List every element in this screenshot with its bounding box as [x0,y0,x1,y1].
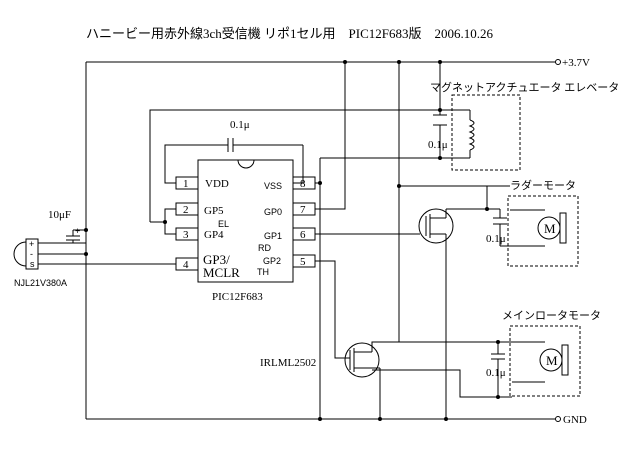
svg-text:VSS: VSS [264,181,282,191]
ir-receiver-icon: + - s [13,238,176,270]
rd-label: RD [258,243,271,253]
svg-text:MCLR: MCLR [203,265,240,280]
svg-text:3: 3 [183,229,189,241]
svg-text:2: 2 [183,204,189,216]
pin-1: 1 VDD [175,176,229,190]
pin-3: 3 GP4 [175,227,224,241]
svg-text:8: 8 [300,178,306,190]
pin-4: 4 GP3/ MCLR [175,252,240,280]
svg-text:6: 6 [300,229,306,241]
svg-text:GP5: GP5 [204,205,224,217]
main-mosfet-icon [344,341,399,419]
gp2-wire [315,260,344,359]
elevator-label: マグネットアクチュエータ エレベータ [430,80,619,94]
top-cap-label: 0.1μ [230,119,250,131]
elevator-box [451,94,521,171]
pin-7: 7 GP0 [264,202,316,217]
svg-text:4: 4 [183,259,189,271]
th-label: TH [257,267,269,277]
vss-wiring [315,157,460,419]
pin-8: 8 VSS [264,176,316,191]
main-label: メインロータモータ [502,309,601,322]
svg-text:7: 7 [300,204,306,216]
mosfet-label: IRLML2502 [260,357,316,369]
coil-icon [468,119,475,151]
svg-text:VDD: VDD [205,178,229,190]
rudder-motor-icon: M [510,209,567,247]
elev-cap-label: 0.1μ [428,139,448,151]
svg-text:M: M [544,221,556,236]
pin-5: 5 GP2 [263,254,316,268]
pin-6: 6 GP1 [264,227,316,241]
gnd-label: GND [563,414,587,426]
svg-text:s: s [30,259,35,269]
top-capacitor-icon [222,138,236,152]
svg-text:M: M [546,353,558,368]
rudder-cap-wiring [487,185,510,247]
el-label: EL [218,219,229,229]
main-box [509,325,581,397]
sensor-label: NJL21V380A [14,278,67,288]
svg-text:GP0: GP0 [264,207,282,217]
svg-text:GP3/: GP3/ [203,252,230,267]
junction-dots [84,60,500,421]
rudder-cap-label: 0.1μ [486,233,506,245]
elevator-wiring [433,62,471,159]
ic-name: PIC12F683 [212,291,263,303]
vplus-label: +3.7V [562,57,590,69]
gp0-wire [315,62,346,210]
rudder-box [507,195,579,267]
input-capacitor-icon: + [66,226,86,243]
svg-text:5: 5 [300,256,306,268]
pin-2: 2 GP5 [175,202,224,217]
svg-text:+: + [29,239,34,249]
input-cap-label: 10μF [48,209,71,221]
main-motor-icon: M [512,341,569,383]
pic-ic-body [197,159,294,283]
svg-text:-: - [30,249,33,259]
vplus-rail [86,59,561,65]
svg-text:+: + [75,226,80,236]
rudder-label: ラダーモータ [510,178,576,192]
svg-text:GP4: GP4 [204,229,224,241]
rudder-mosfet-icon [418,186,488,419]
svg-text:1: 1 [183,178,189,190]
svg-text:GP2: GP2 [263,256,281,266]
main-cap-label: 0.1μ [486,367,506,379]
svg-text:GP1: GP1 [264,231,282,241]
schematic-title: ハニービー用赤外線3ch受信機 リポ1セル用 PIC12F683版 2006.1… [86,26,493,41]
vdd-wiring [164,144,304,184]
gnd-rail [86,416,561,422]
